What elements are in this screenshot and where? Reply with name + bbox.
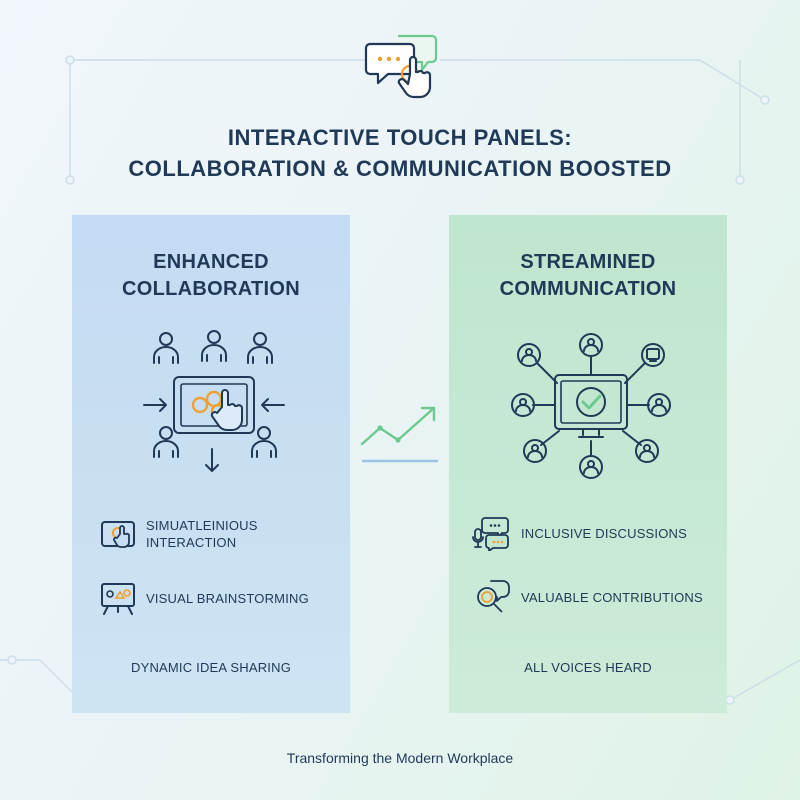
panel-tagline: ALL VOICES HEARD <box>524 660 652 675</box>
panel-heading-line-1: STREAMINED <box>520 251 656 273</box>
feature-simultaneous-interaction: SIMUATLEINIOUS INTERACTION <box>100 517 258 551</box>
whiteboard-icon <box>101 583 135 615</box>
page-title: INTERACTIVE TOUCH PANELS: COLLABORATION … <box>0 122 800 184</box>
feature-label-line-1: SIMUATLEINIOUS <box>146 518 258 533</box>
panel-heading: ENHANCED COLLABORATION <box>72 249 350 303</box>
feature-label-line-2: INTERACTION <box>146 535 237 550</box>
enhanced-collaboration-panel: ENHANCED COLLABORATION <box>72 215 350 713</box>
search-chat-icon <box>477 580 510 613</box>
feature-valuable-contributions: VALUABLE CONTRIBUTIONS <box>473 579 703 615</box>
footer-caption: Transforming the Modern Workplace <box>286 750 514 766</box>
panel-heading-line-1: ENHANCED <box>153 251 269 273</box>
feature-label: SIMUATLEINIOUS INTERACTION <box>146 517 258 551</box>
streamlined-communication-panel: STREAMINED COMMUNICATION <box>449 215 727 713</box>
page-title-line-1: INTERACTIVE TOUCH PANELS: <box>227 125 573 150</box>
team-touchscreen-icon <box>143 330 285 472</box>
feature-label-line-1: VALUABLE CONTRIBUTIONS <box>521 589 703 605</box>
panel-heading-line-2: COMMUNICATION <box>499 278 677 300</box>
panel-heading-line-2: COLLABORATION <box>122 278 300 300</box>
trend-up-icon <box>360 406 438 463</box>
feature-inclusive-discussions: INCLUSIVE DISCUSSIONS <box>471 515 687 551</box>
touch-tablet-icon <box>101 521 135 548</box>
panel-tagline: DYNAMIC IDEA SHARING <box>130 660 292 675</box>
network-monitor-check-icon <box>511 333 671 479</box>
page-title-line-2: COLLABORATION & COMMUNICATION BOOSTED <box>128 156 672 181</box>
feature-label: INCLUSIVE DISCUSSIONS <box>521 525 687 542</box>
feature-label-line-1: INCLUSIVE DISCUSSIONS <box>521 525 688 541</box>
panel-heading: STREAMINED COMMUNICATION <box>449 249 727 303</box>
feature-label: VISUAL BRAINSTORMING <box>146 590 309 607</box>
chat-touch-icon <box>364 34 438 99</box>
feature-visual-brainstorming: VISUAL BRAINSTORMING <box>100 581 309 615</box>
feature-label-line-1: VISUAL BRAINSTORMING <box>146 590 309 606</box>
feature-label: VALUABLE CONTRIBUTIONS <box>521 589 703 606</box>
chat-mic-icon <box>472 517 509 551</box>
